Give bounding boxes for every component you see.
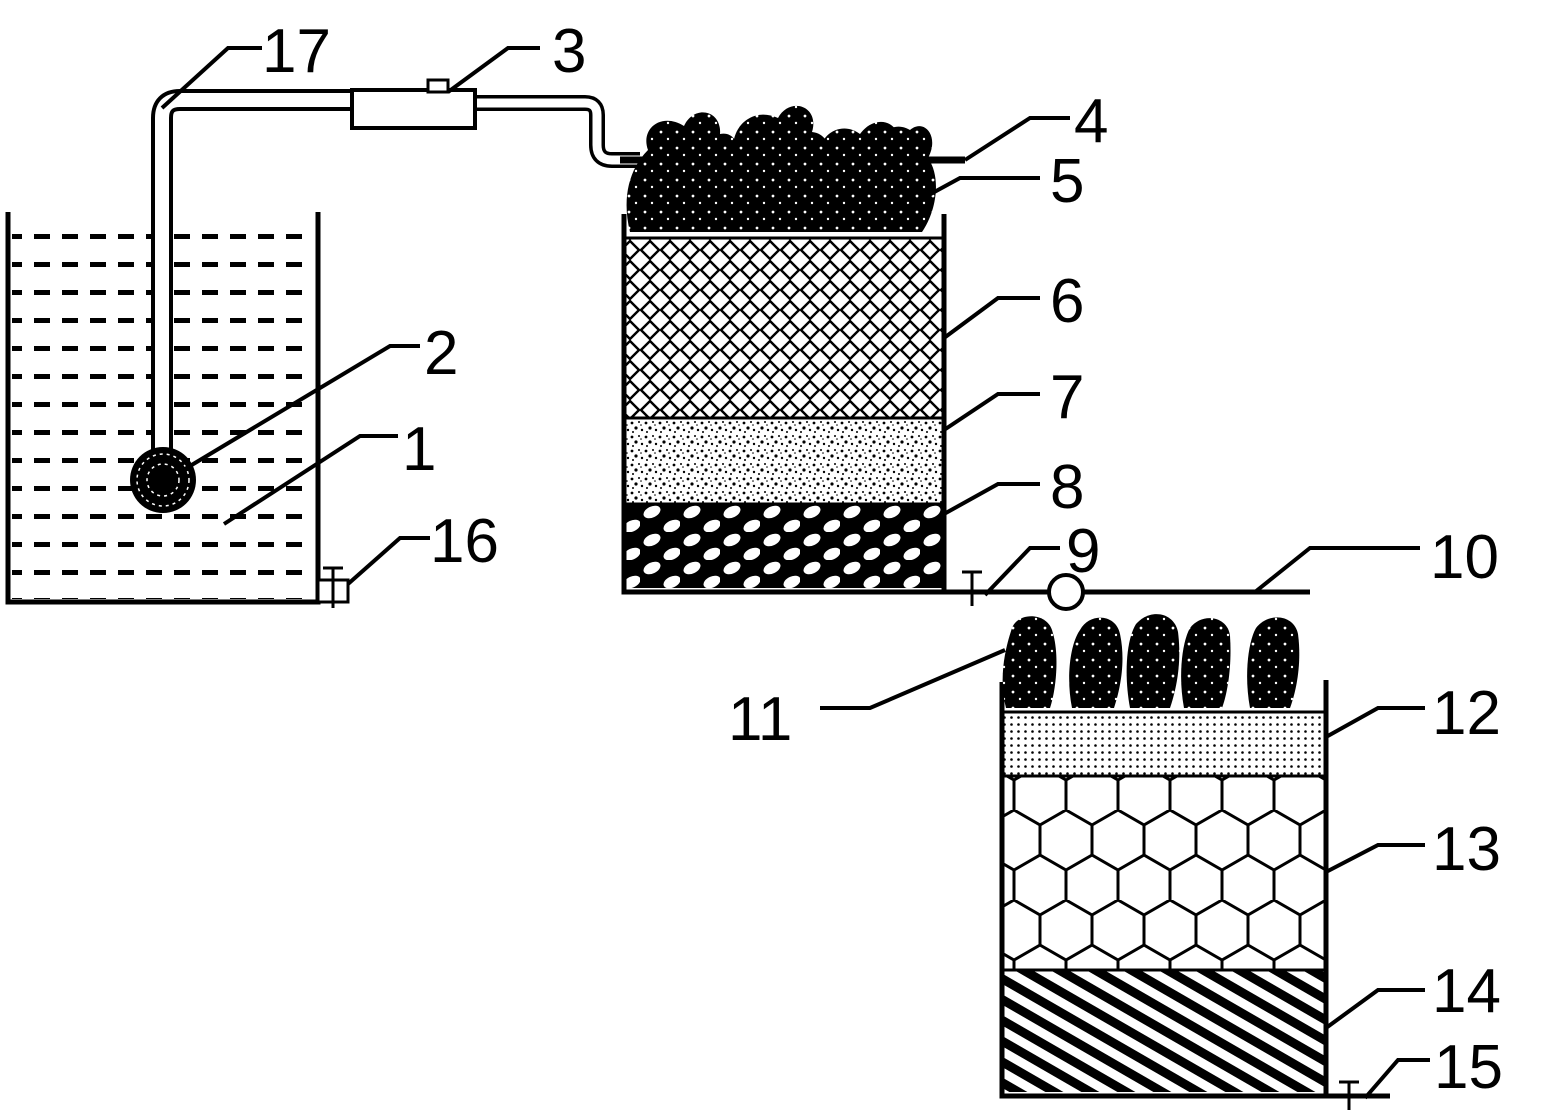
callout-3: 3 (552, 17, 586, 86)
callout-13: 13 (1432, 815, 1501, 884)
callout-6: 6 (1050, 267, 1084, 336)
submersible-pump (130, 447, 196, 513)
callout-17: 17 (262, 17, 331, 86)
callout-14: 14 (1432, 957, 1501, 1026)
plants-upper (626, 105, 936, 232)
callout-4: 4 (1074, 87, 1108, 156)
flow-meter (350, 78, 640, 168)
callout-labels: 17 3 4 5 6 7 8 9 10 11 12 13 14 15 2 1 1… (262, 17, 1503, 1102)
callout-2: 2 (424, 319, 458, 388)
drain-valve (316, 566, 350, 608)
callout-10: 10 (1430, 523, 1499, 592)
plants-lower (1002, 614, 1300, 708)
callout-12: 12 (1432, 679, 1501, 748)
callout-7: 7 (1050, 363, 1084, 432)
filter-column-lower (999, 680, 1390, 1110)
callout-16: 16 (430, 507, 499, 576)
callout-8: 8 (1050, 453, 1084, 522)
callout-11: 11 (728, 685, 792, 754)
transfer-pipe (944, 570, 1310, 611)
leader-lines (160, 46, 1430, 1100)
callout-5: 5 (1050, 147, 1084, 216)
callout-9: 9 (1066, 517, 1100, 586)
filter-column-upper (621, 214, 947, 595)
callout-1: 1 (402, 415, 436, 484)
callout-15: 15 (1434, 1033, 1503, 1102)
